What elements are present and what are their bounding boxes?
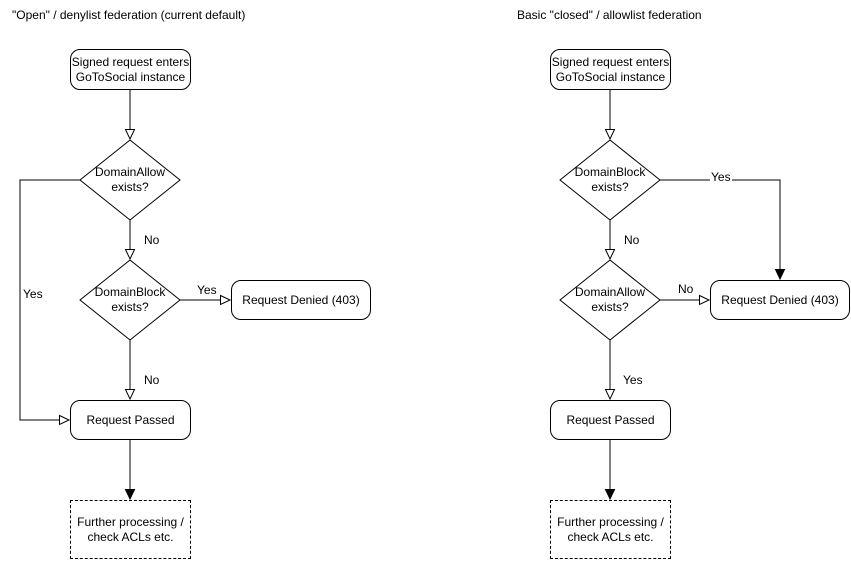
left-edge-label-block-no: No (143, 373, 161, 387)
left-node-request-denied: Request Denied (403) (231, 280, 371, 320)
right-chart-title: Basic "closed" / allowlist federation (517, 8, 702, 22)
diamond-left-domainblock (79, 259, 181, 341)
right-edge-label-block-yes: Yes (710, 170, 732, 184)
left-edge-label-block-yes: Yes (196, 283, 218, 297)
diamond-right-domainallow (559, 259, 661, 341)
edge-right-block-yes-to-denied (660, 179, 786, 281)
left-node-start: Signed request enters GoToSocial instanc… (70, 49, 191, 90)
edge-left-allow-yes-to-passed (19, 179, 80, 426)
right-node-request-denied: Request Denied (403) (710, 280, 850, 320)
left-node-request-passed: Request Passed (70, 400, 191, 440)
right-edge-label-allow-no: No (677, 282, 695, 296)
left-chart-title: "Open" / denylist federation (current de… (12, 8, 246, 22)
right-edge-label-allow-yes: Yes (622, 373, 644, 387)
right-node-request-passed: Request Passed (550, 400, 671, 440)
left-edge-label-allow-yes: Yes (22, 287, 44, 301)
left-node-further-processing: Further processing / check ACLs etc. (70, 500, 191, 559)
right-node-further-processing: Further processing / check ACLs etc. (550, 500, 671, 559)
right-node-start: Signed request enters GoToSocial instanc… (550, 49, 671, 90)
diamond-right-domainblock (559, 139, 661, 221)
right-edge-label-block-no: No (623, 233, 641, 247)
diamond-left-domainallow (79, 139, 181, 221)
left-edge-label-allow-no: No (143, 233, 161, 247)
